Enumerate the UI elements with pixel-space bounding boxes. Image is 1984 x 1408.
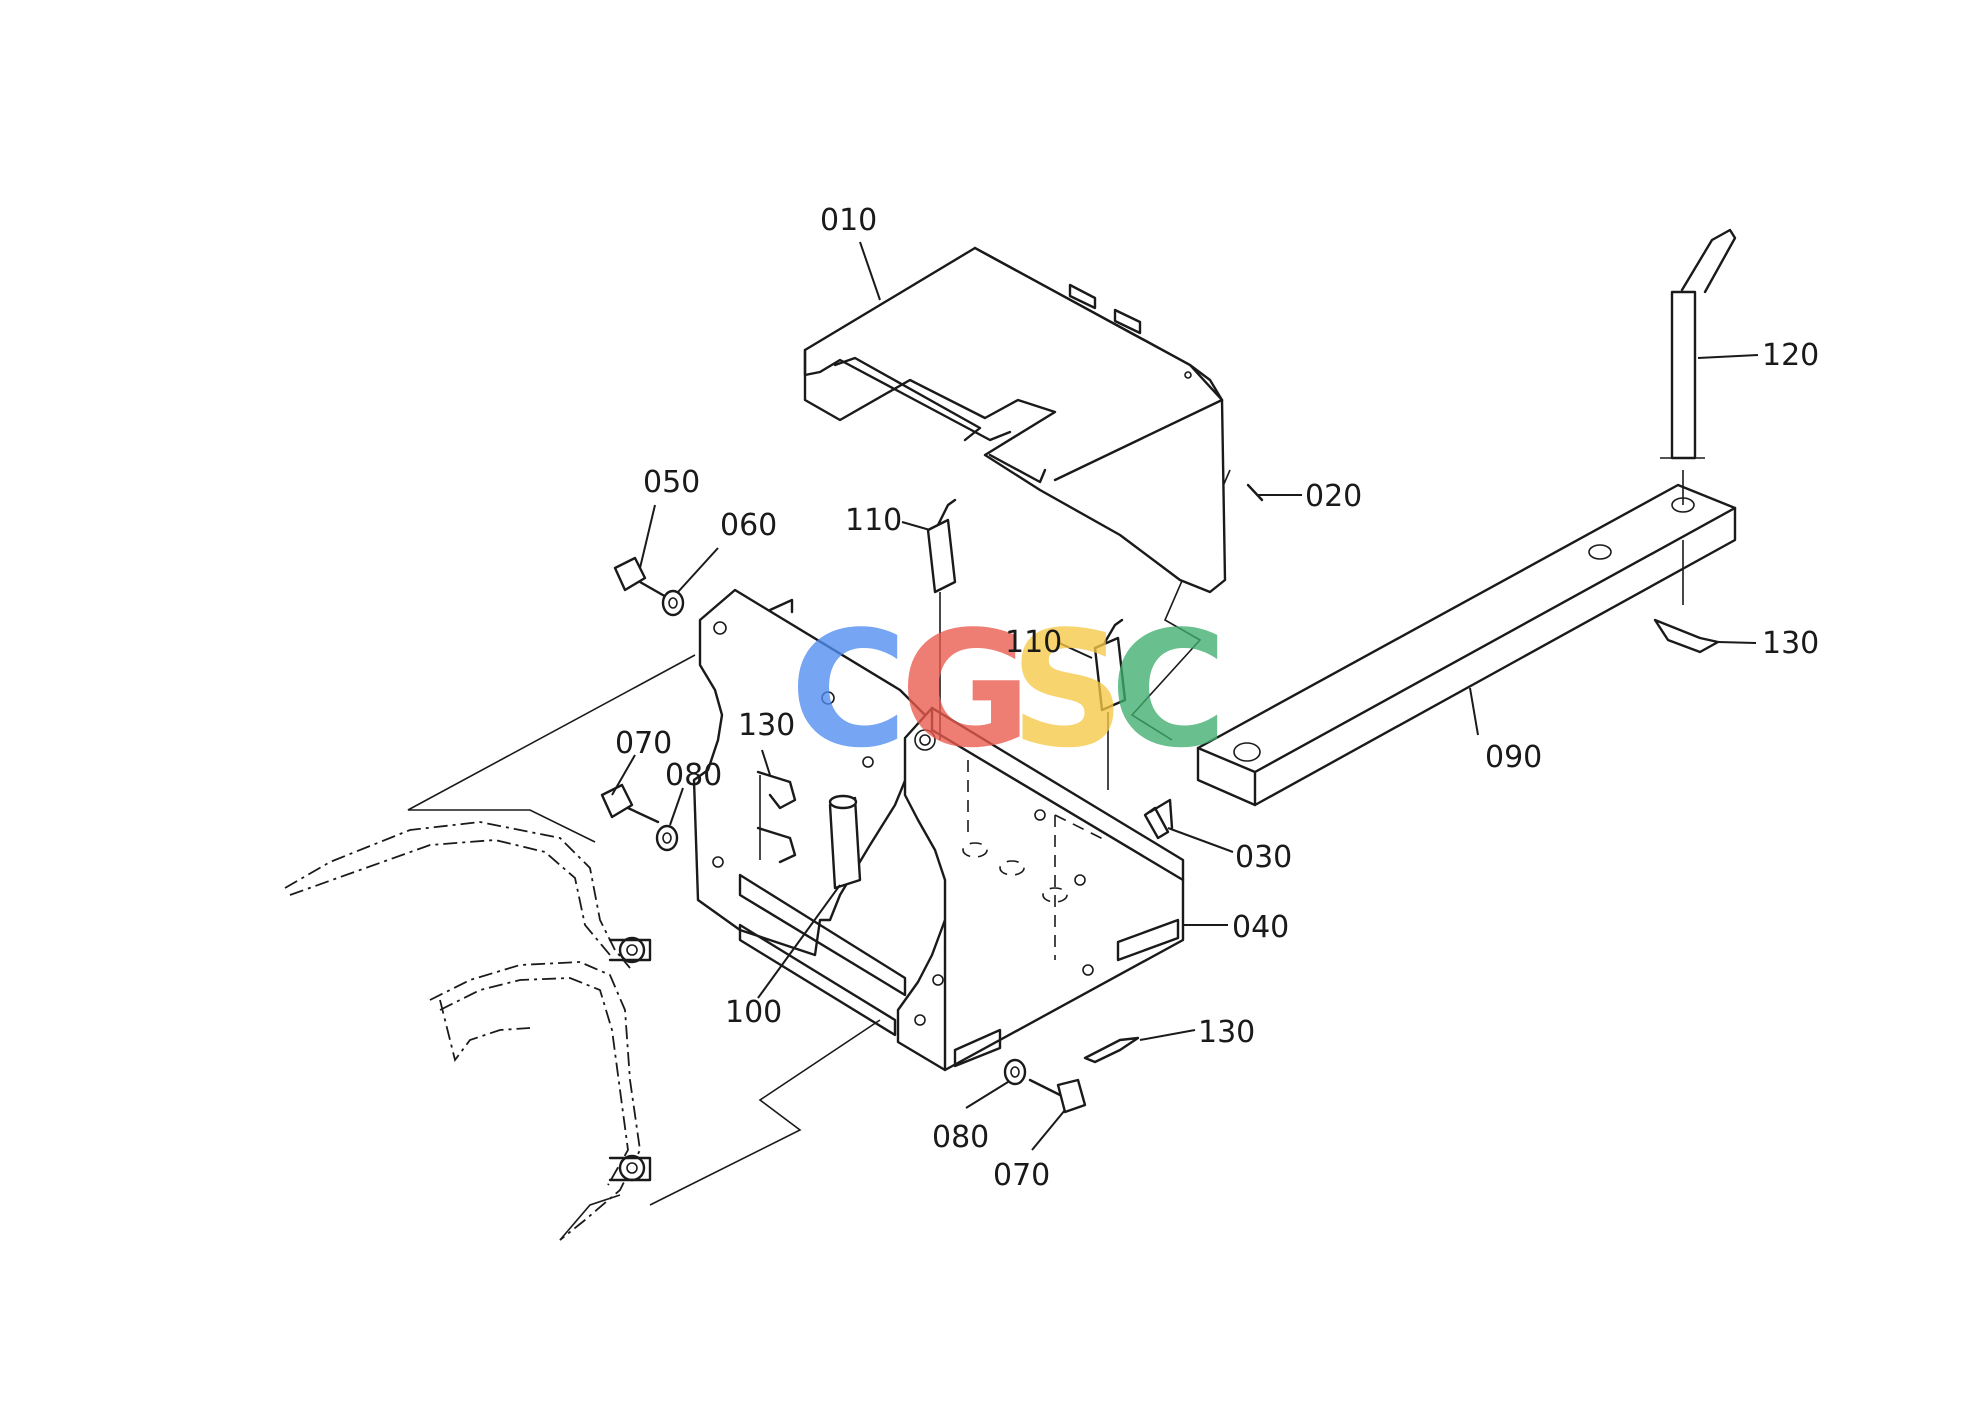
clip-part-130-c	[1083, 1036, 1140, 1064]
pin-part-020	[1246, 483, 1264, 502]
label-030: 030	[1235, 840, 1292, 875]
label-080-right: 080	[932, 1120, 989, 1155]
label-100: 100	[725, 995, 782, 1030]
tractor-frame-outline	[284, 821, 652, 1241]
watermark-letter: G	[900, 596, 1031, 783]
label-130-bottom: 130	[1198, 1015, 1255, 1050]
label-080-left: 080	[665, 758, 722, 793]
pin-part-100	[828, 794, 862, 890]
drawbar-part-090	[1196, 470, 1737, 807]
clip-part-130-b	[1653, 618, 1720, 654]
label-110-left: 110	[845, 503, 902, 538]
bracket-part-040	[692, 588, 1185, 1072]
bolt-part-070-left	[600, 783, 660, 824]
pin-part-120	[1660, 228, 1737, 460]
label-120: 120	[1762, 338, 1819, 373]
leader-lines	[611, 241, 1759, 1151]
washer-part-060	[661, 589, 685, 617]
clip-part-130-a	[756, 770, 797, 864]
label-020: 020	[1305, 479, 1362, 514]
label-110-right: 110	[1005, 625, 1062, 660]
label-010: 010	[820, 203, 877, 238]
label-070-right: 070	[993, 1158, 1050, 1193]
pin-part-110-right	[1093, 618, 1127, 790]
cover-part-010	[803, 246, 1227, 594]
watermark-letter: C	[1110, 596, 1227, 783]
label-040: 040	[1232, 910, 1289, 945]
label-130-left: 130	[738, 708, 795, 743]
label-090: 090	[1485, 740, 1542, 775]
label-050: 050	[643, 465, 700, 500]
pin-part-110-left	[926, 498, 957, 740]
part-labels: 010 020 030 040 050 060 070 080 070 080 …	[615, 203, 1819, 1193]
bolt-part-050	[613, 556, 670, 600]
washer-part-080-right	[1003, 1058, 1027, 1086]
label-130-right: 130	[1762, 626, 1819, 661]
pin-part-030	[1143, 806, 1170, 840]
watermark-letter: C	[790, 596, 907, 783]
label-060: 060	[720, 508, 777, 543]
watermark-letter: S	[1010, 596, 1125, 783]
bolt-part-070-right	[1028, 1078, 1087, 1114]
label-070-left: 070	[615, 726, 672, 761]
washer-part-080-left	[655, 824, 679, 852]
